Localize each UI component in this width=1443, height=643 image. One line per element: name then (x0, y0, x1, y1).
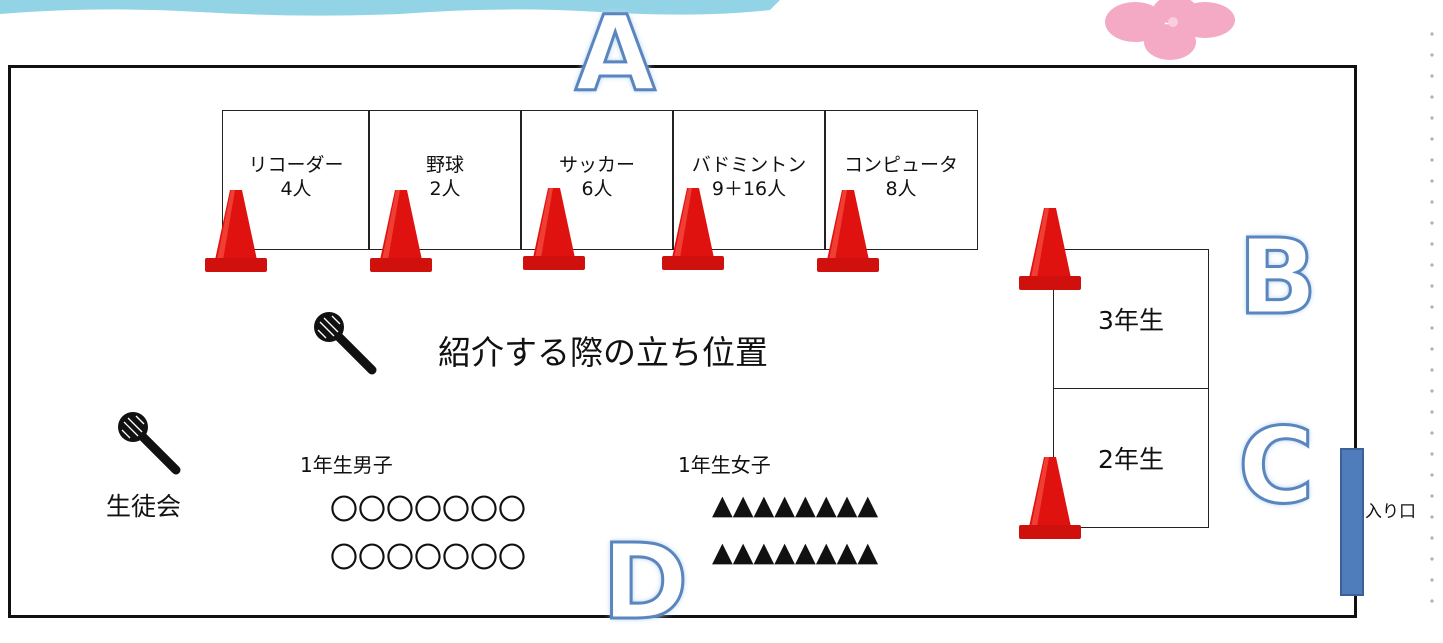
boys-row-2: 〇〇〇〇〇〇〇 (330, 541, 527, 574)
zone-letter-b: B (1236, 216, 1318, 338)
booth-computer: コンピュータ 8人 (824, 110, 978, 250)
guide-dot (1430, 158, 1434, 162)
booth-count: 9＋16人 (711, 178, 787, 200)
entrance-label: 入り口 (1365, 502, 1416, 522)
guide-dot (1430, 284, 1434, 288)
boys-row-1: 〇〇〇〇〇〇〇 (330, 493, 527, 526)
entrance-door (1340, 448, 1364, 596)
guide-dot (1430, 263, 1434, 267)
girls-row-2: ▲▲▲▲▲▲▲▲ (712, 537, 879, 568)
booth-badminton: バドミントン 9＋16人 (672, 110, 826, 250)
guide-dot (1430, 494, 1434, 498)
girls-label: 1年生女子 (678, 453, 771, 477)
guide-dot (1430, 578, 1434, 582)
guide-dot (1430, 452, 1434, 456)
booth-soccer: サッカー 6人 (520, 110, 674, 250)
booth-count: 6人 (581, 178, 613, 200)
guide-dot (1430, 242, 1434, 246)
intro-position-label: 紹介する際の立ち位置 (438, 333, 768, 372)
microphone-icon (118, 412, 181, 475)
hall-outline (8, 65, 1357, 618)
booth-baseball: 野球 2人 (368, 110, 522, 250)
guide-dot (1430, 347, 1434, 351)
traffic-cone-icon (1019, 208, 1081, 290)
guide-dot (1430, 599, 1434, 603)
guide-dot (1430, 305, 1434, 309)
guide-dot (1430, 473, 1434, 477)
zone-letter-a: A (574, 0, 657, 115)
guide-dot (1430, 137, 1434, 141)
dotted-guide (1430, 32, 1434, 603)
booth-name: 野球 (425, 154, 464, 176)
guide-dot (1430, 95, 1434, 99)
traffic-cone-icon (1019, 457, 1081, 539)
guide-dot (1430, 116, 1434, 120)
guide-dot (1430, 536, 1434, 540)
girls-row-1: ▲▲▲▲▲▲▲▲ (712, 490, 879, 521)
traffic-cone-icon (523, 188, 585, 270)
booth-count: 2人 (429, 178, 461, 200)
traffic-cone-icon (370, 190, 432, 272)
guide-dot (1430, 326, 1434, 330)
grade-box-second: 2年生 (1053, 388, 1209, 528)
boys-label: 1年生男子 (300, 453, 393, 477)
booth-count: 4人 (280, 178, 312, 200)
booth-count: 8人 (885, 178, 917, 200)
guide-dot (1430, 368, 1434, 372)
zone-letter-c: C (1236, 405, 1315, 527)
guide-dot (1430, 179, 1434, 183)
traffic-cone-icon (205, 190, 267, 272)
booth-name: バドミントン (691, 154, 807, 176)
guide-dot (1430, 53, 1434, 57)
guide-dot (1430, 74, 1434, 78)
guide-dot (1430, 515, 1434, 519)
cherry-blossom-icon (1105, 0, 1235, 60)
booth-name: サッカー (558, 154, 635, 176)
guide-dot (1430, 32, 1434, 36)
guide-dot (1430, 200, 1434, 204)
zone-letter-d: D (600, 521, 689, 643)
microphone-icon (314, 312, 377, 375)
guide-dot (1430, 221, 1434, 225)
traffic-cone-icon (662, 188, 724, 270)
booth-name: リコーダー (248, 154, 344, 176)
grade-label: 3年生 (1098, 306, 1164, 335)
booth-name: コンピュータ (843, 154, 958, 176)
guide-dot (1430, 410, 1434, 414)
student-council-label: 生徒会 (106, 492, 182, 521)
grade-label: 2年生 (1098, 445, 1164, 474)
guide-dot (1430, 431, 1434, 435)
guide-dot (1430, 557, 1434, 561)
traffic-cone-icon (817, 190, 879, 272)
booth-recorder: リコーダー 4人 (222, 110, 370, 250)
guide-dot (1430, 389, 1434, 393)
title-banner-fragment (0, 0, 780, 16)
